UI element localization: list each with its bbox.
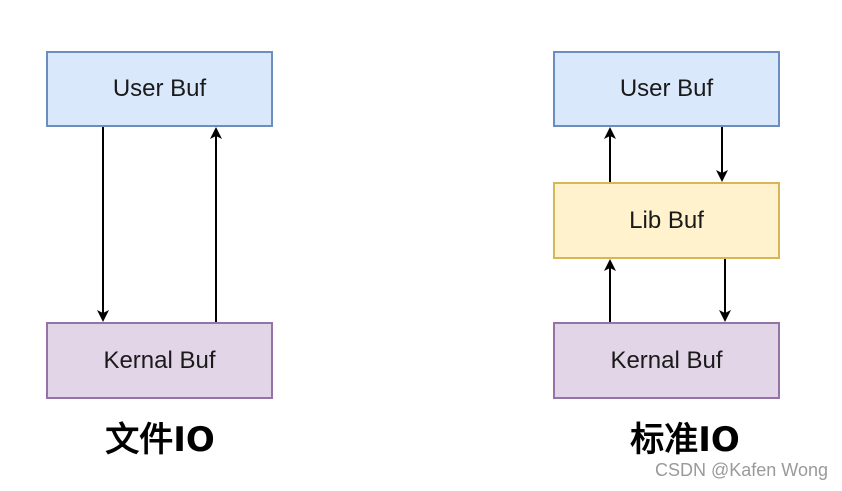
right-kernal-buf-label: Kernal Buf xyxy=(610,346,723,374)
right-kernal-buf-box: Kernal Buf xyxy=(553,322,780,399)
right-caption: 标准IO xyxy=(630,420,740,460)
right-lib-buf-label: Lib Buf xyxy=(629,206,704,234)
left-kernal-buf-label: Kernal Buf xyxy=(103,346,216,374)
left-user-buf-label: User Buf xyxy=(112,75,207,102)
watermark: CSDN @Kafen Wong xyxy=(654,460,828,480)
left-user-buf-box: User Buf xyxy=(46,51,273,127)
right-user-buf-label: User Buf xyxy=(619,75,714,102)
left-caption: 文件IO xyxy=(105,420,215,460)
right-lib-buf-box: Lib Buf xyxy=(553,182,780,259)
left-kernal-buf-box: Kernal Buf xyxy=(46,322,273,399)
right-user-buf-box: User Buf xyxy=(553,51,780,127)
